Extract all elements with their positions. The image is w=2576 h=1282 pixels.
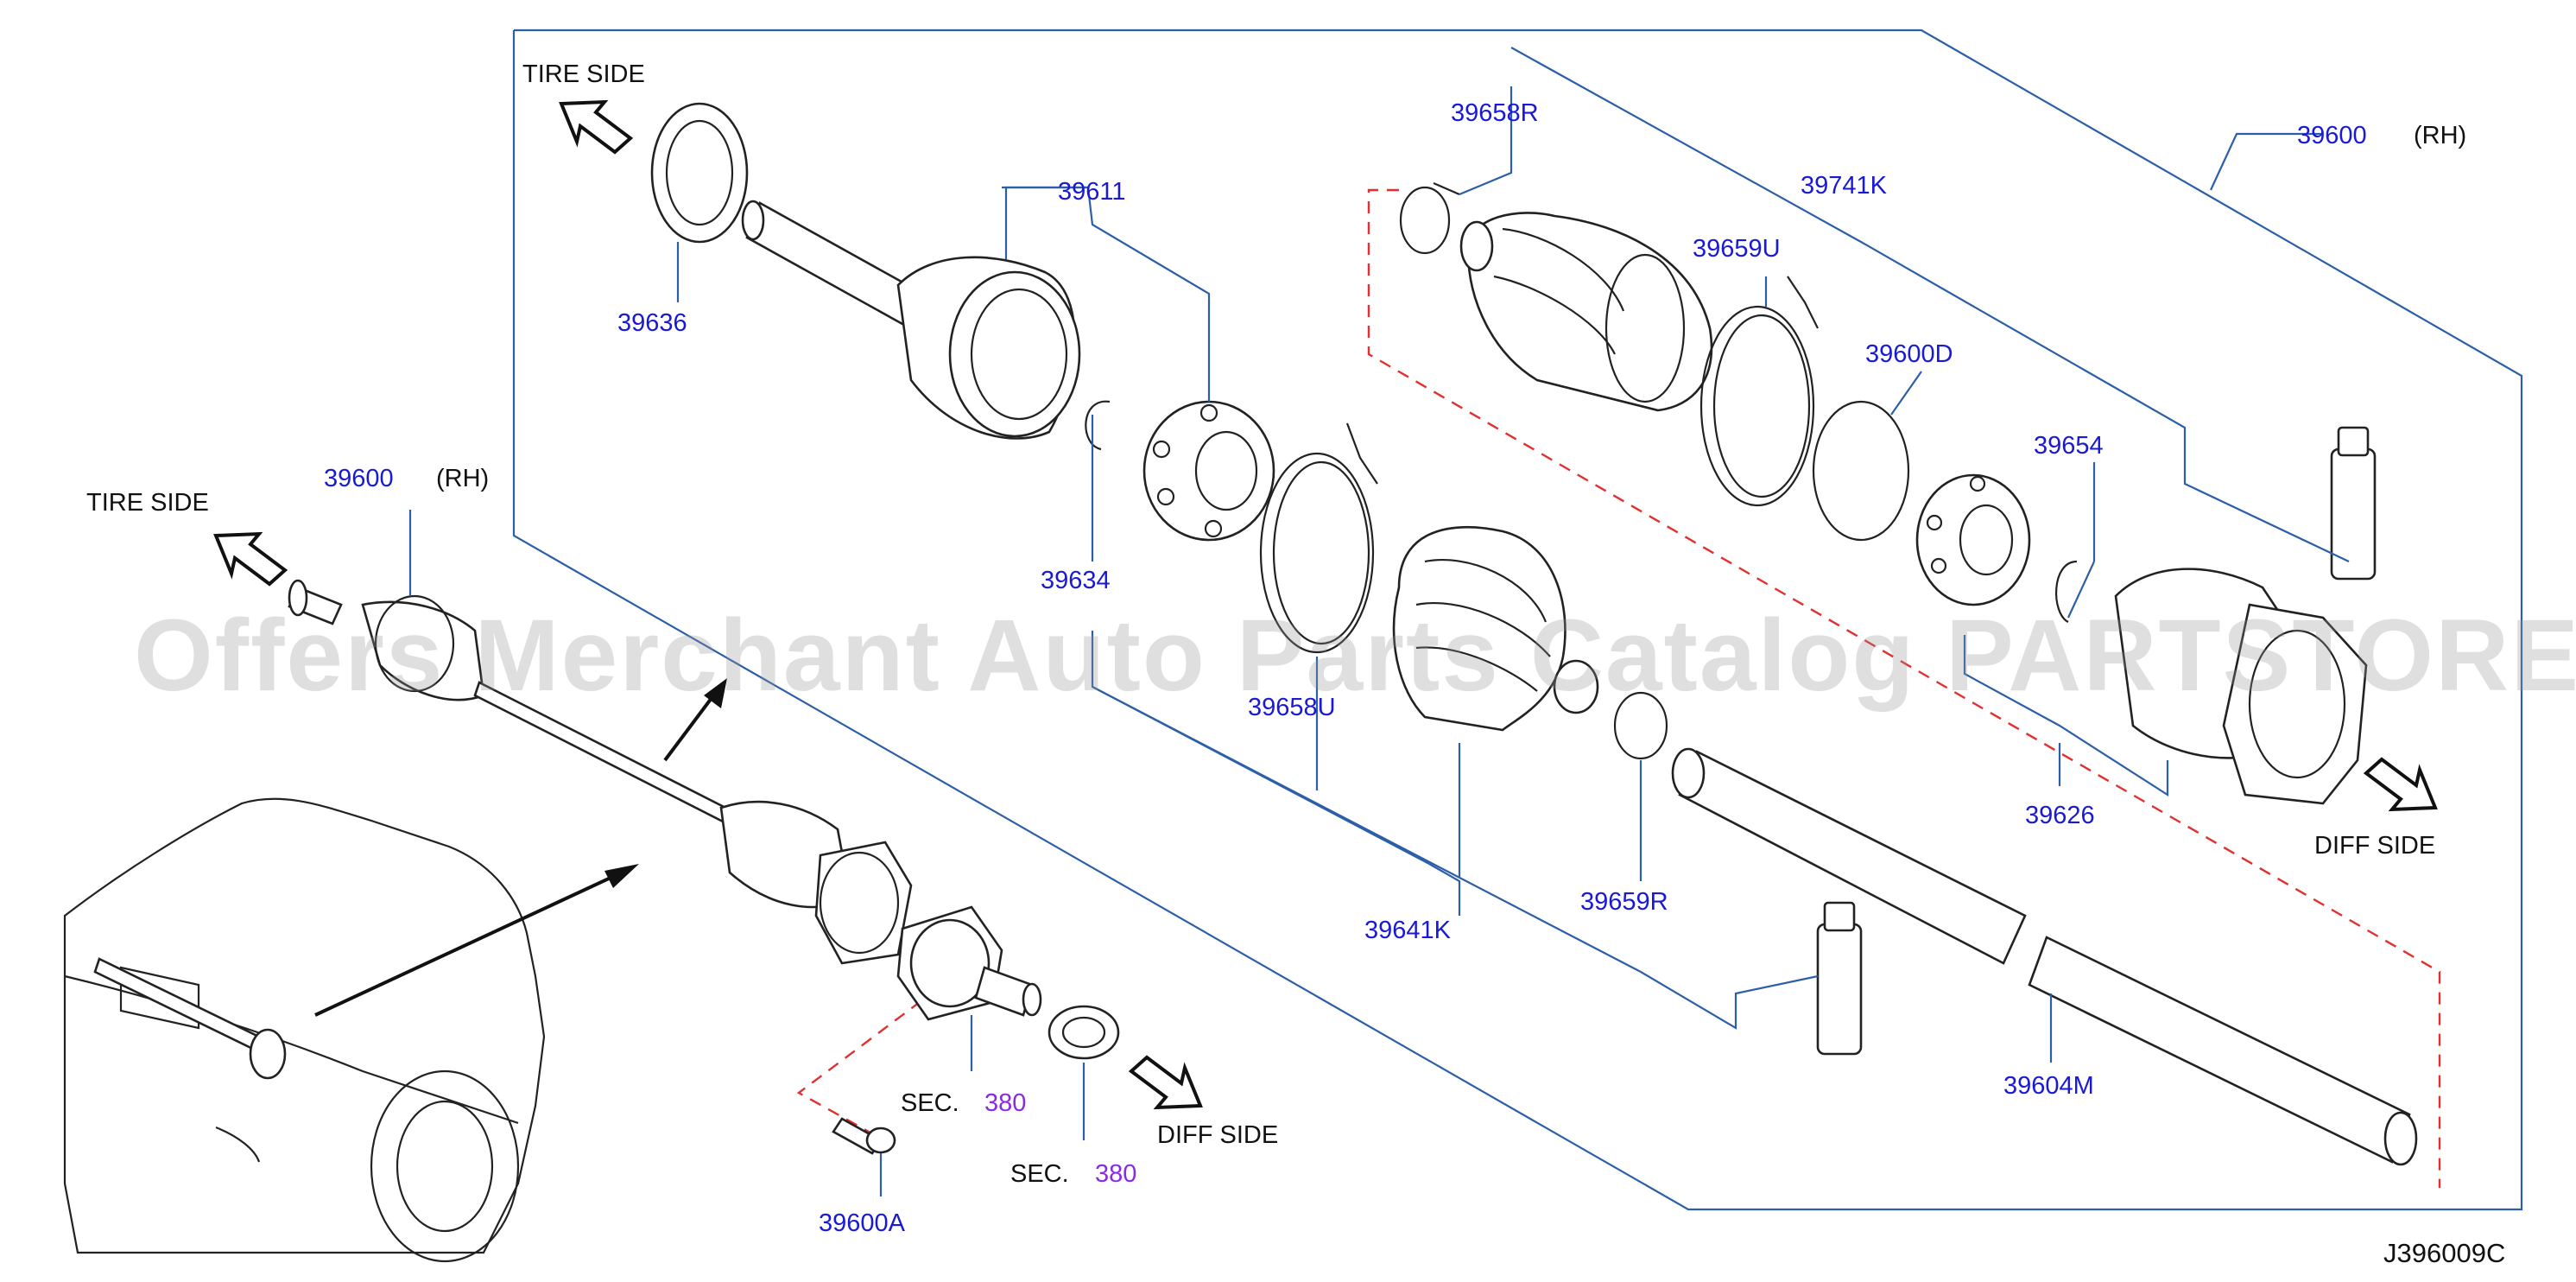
direction-arrows (213, 99, 2438, 1110)
vehicle-outline (63, 797, 546, 1263)
assembled-driveshaft (288, 579, 913, 965)
inner-group-dashed-boundary (1367, 188, 2441, 1188)
inner-bearing-race-left (1142, 400, 1275, 542)
part-number-39658R[interactable]: 39658R (1451, 99, 1539, 127)
part-39604M-shaft (1671, 747, 2418, 1166)
diff-side-arrow-bottom-icon (1128, 1055, 1203, 1110)
part-39658U-band (1259, 422, 1378, 654)
part-39659U-band (1699, 276, 1819, 507)
part-39654-snap-ring (2054, 560, 2078, 623)
part-39659R-small-band (1613, 691, 1668, 760)
tire-side-arrow-top-icon (559, 99, 634, 155)
part-39658R-band (1399, 181, 1460, 255)
bolt-39600A (832, 1117, 896, 1155)
section-ref-1-text: SEC. (901, 1089, 959, 1117)
part-number-39611[interactable]: 39611 (1058, 178, 1126, 206)
part-number-39634[interactable]: 39634 (1041, 567, 1111, 594)
part-39641K-boot (1392, 525, 1599, 732)
part-number-39626[interactable]: 39626 (2025, 802, 2095, 829)
part-number-39600-top[interactable]: 39600 (2297, 122, 2367, 149)
part-39636-ring (650, 102, 749, 244)
tire-side-label-top: TIRE SIDE (522, 60, 645, 88)
tire-side-label-left: TIRE SIDE (86, 489, 209, 517)
part-number-39658U[interactable]: 39658U (1248, 694, 1336, 721)
watermark: Offers Merchant Auto Parts Catalog PARTS… (134, 599, 2576, 713)
part-number-39641K[interactable]: 39641K (1364, 917, 1451, 944)
part-number-39600A[interactable]: 39600A (819, 1209, 905, 1237)
part-39741K-boot (1459, 212, 1713, 412)
diff-side-label-bottom: DIFF SIDE (1157, 1121, 1279, 1149)
part-39634-snap-ring (1085, 400, 1111, 451)
tire-side-arrow-left-icon (213, 531, 288, 587)
companion-flange (896, 905, 1042, 1021)
part-39611-outer-joint (741, 200, 1081, 440)
part-number-39600-left[interactable]: 39600 (324, 465, 394, 492)
section-ref-2-number[interactable]: 380 (1095, 1160, 1137, 1188)
rh-label-left: (RH) (436, 465, 490, 492)
part-39600D-circlip (1812, 400, 1910, 542)
diff-side-arrow-right-icon (2363, 757, 2438, 812)
grease-tube-upper (2330, 426, 2377, 581)
leader-lines (408, 47, 2350, 1196)
oil-seal (1047, 1005, 1120, 1060)
part-number-39600D[interactable]: 39600D (1865, 340, 1953, 368)
part-number-39741K[interactable]: 39741K (1801, 172, 1887, 200)
grease-tube-lower (1816, 901, 1863, 1056)
part-number-39654[interactable]: 39654 (2034, 432, 2104, 460)
inner-bearing-race-right (1915, 473, 2031, 606)
part-number-39659R[interactable]: 39659R (1580, 888, 1668, 916)
rh-label-top: (RH) (2414, 122, 2467, 149)
part-39626-housing (2114, 568, 2368, 805)
assembly-boundary (512, 29, 2523, 1211)
part-number-39636[interactable]: 39636 (617, 309, 687, 337)
diagram-code: J396009C (2383, 1238, 2506, 1268)
diff-side-label-right: DIFF SIDE (2314, 832, 2436, 860)
part-number-39659U[interactable]: 39659U (1693, 235, 1781, 263)
part-number-39604M[interactable]: 39604M (2003, 1072, 2094, 1100)
section-ref-1-number[interactable]: 380 (984, 1089, 1027, 1117)
lower-dashed-boundary (796, 975, 955, 1138)
section-ref-2-text: SEC. (1010, 1160, 1069, 1188)
